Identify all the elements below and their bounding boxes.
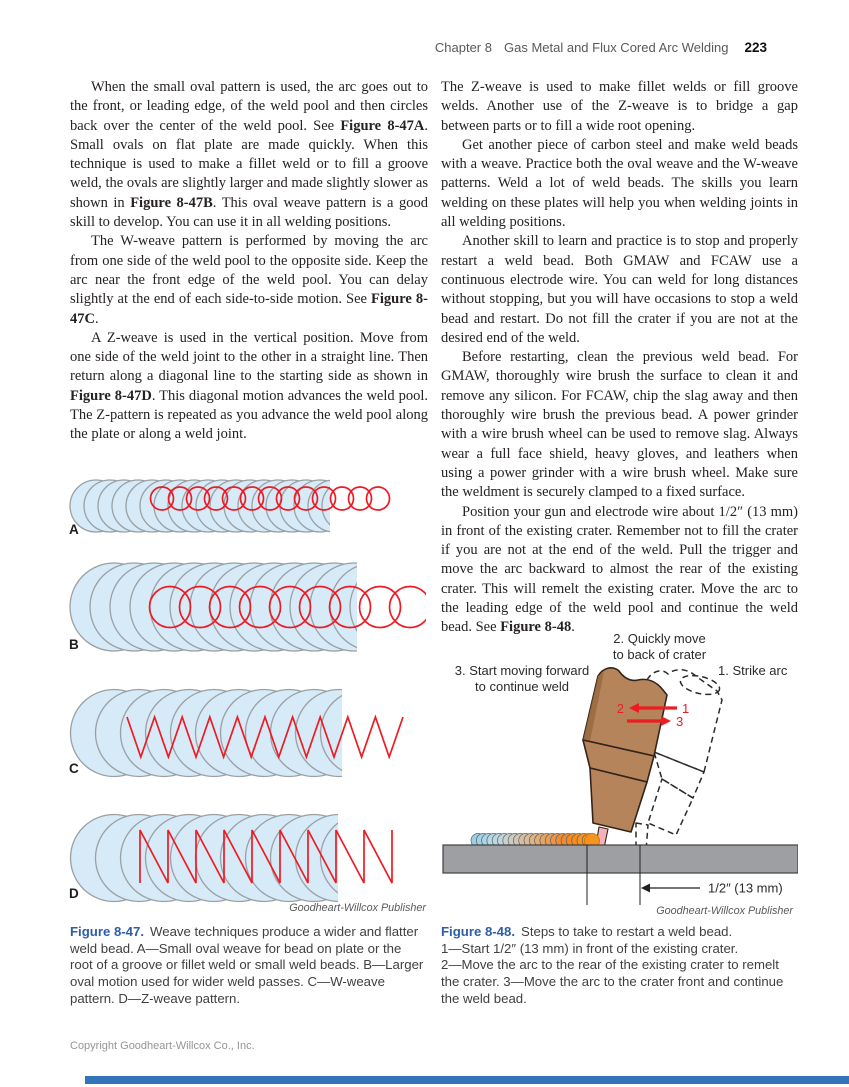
paragraph: Get another piece of carbon steel and ma… (441, 136, 798, 231)
weld-bead-C (69, 688, 342, 778)
annotation-start-moving-forward: 3. Start moving forward to continue weld (454, 663, 590, 694)
figure-8-47-credit: Goodheart-Willcox Publisher (289, 902, 426, 914)
right-text-column: The Z-weave is used to make fillet welds… (441, 78, 798, 638)
paragraph: Another skill to learn and practice is t… (441, 233, 798, 346)
diagram-label-b: B (69, 637, 79, 652)
figure-8-47-caption-label: Figure 8-47. (70, 924, 145, 939)
z-weave-pattern (139, 829, 393, 884)
paragraph: The W-weave pattern is performed by movi… (70, 233, 428, 327)
figure-8-47-caption: Figure 8-47.Weave techniques produce a w… (70, 924, 426, 1008)
annotation-quickly-move: 2. Quickly move to back of crater (612, 631, 707, 662)
figure-8-47-weave-diagrams: A B C D (69, 479, 426, 903)
paragraph: The Z-weave is used to make fillet welds… (441, 79, 798, 134)
dimension-arrowhead (641, 883, 650, 893)
small-oval-weave-pattern (149, 486, 391, 511)
paragraph: A Z-weave is used in the vertical positi… (70, 329, 428, 443)
figure-8-48-credit: Goodheart-Willcox Publisher (656, 905, 793, 917)
annotation-strike-arc: 1. Strike arc (718, 663, 788, 678)
running-head: Chapter 8 Gas Metal and Flux Cored Arc W… (70, 40, 767, 55)
base-plate (442, 844, 798, 874)
figure-8-48-restart-illustration: 1/2″ (13 mm) 2 1 3 (442, 667, 798, 905)
welding-gun (582, 667, 668, 854)
dimension-label: 1/2″ (13 mm) (708, 881, 783, 896)
paragraph: Position your gun and electrode wire abo… (441, 503, 798, 636)
figure-8-48-caption-text: Steps to take to restart a weld bead. 1—… (441, 924, 784, 1006)
w-weave-pattern (126, 714, 404, 760)
large-oval-weave-pattern (148, 585, 426, 629)
figure-8-48-caption: Figure 8-48.Steps to take to restart a w… (441, 924, 797, 1008)
diagram-label-d: D (69, 886, 79, 901)
diagram-label-c: C (69, 761, 79, 776)
step-1-number: 1 (682, 701, 689, 716)
step-3-number: 3 (676, 714, 683, 729)
diagram-label-a: A (69, 522, 79, 537)
paragraph: Before restarting, clean the previous we… (441, 349, 798, 501)
left-text-column: When the small oval pattern is used, the… (70, 78, 428, 445)
copyright-line: Copyright Goodheart-Willcox Co., Inc. (70, 1040, 255, 1052)
paragraph: When the small oval pattern is used, the… (70, 79, 428, 231)
page-number: 223 (744, 40, 767, 55)
chapter-title: Gas Metal and Flux Cored Arc Welding (503, 40, 729, 55)
arc-motion-arrows: 2 1 3 (617, 701, 689, 729)
step-2-number: 2 (617, 701, 624, 716)
chapter-label: Chapter 8 (434, 40, 492, 55)
weld-bead-B (69, 562, 357, 652)
page-edge-color-bar (85, 1076, 849, 1084)
figure-8-48-caption-label: Figure 8-48. (441, 924, 516, 939)
ghost-gun-outline (635, 669, 723, 852)
existing-weld-bead (470, 833, 597, 848)
figure-8-47-caption-text: Weave techniques produce a wider and fla… (70, 924, 424, 1006)
